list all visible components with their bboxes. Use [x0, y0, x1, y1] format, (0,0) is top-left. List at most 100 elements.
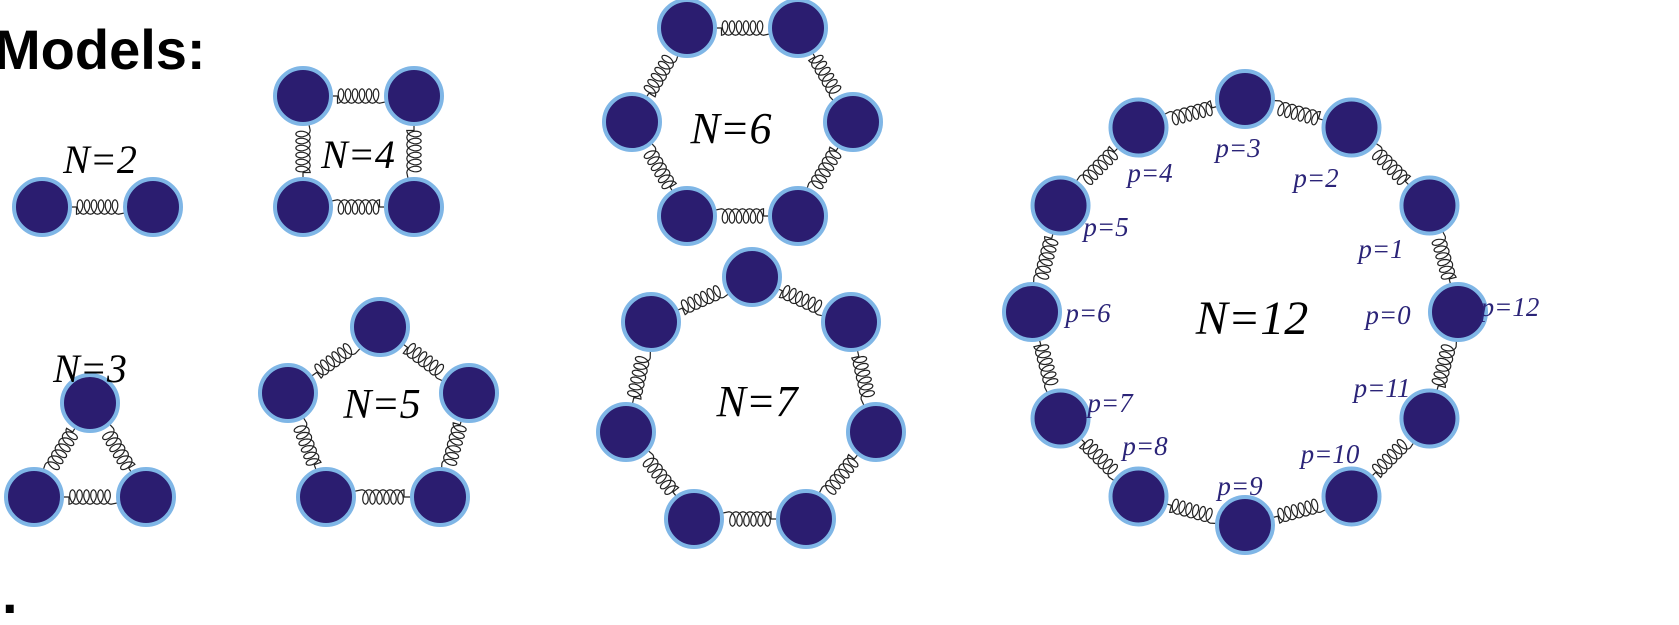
mass — [1321, 97, 1382, 158]
mass — [823, 92, 883, 152]
spring — [687, 20, 799, 36]
spring — [1244, 98, 1352, 129]
p-label: p=7 — [1085, 388, 1134, 418]
spring — [850, 321, 877, 433]
spring — [1351, 127, 1430, 206]
spring — [287, 392, 327, 498]
model-n7: N=7 — [596, 247, 906, 549]
model-label-n6: N=6 — [689, 104, 771, 153]
spring — [1031, 205, 1062, 313]
spring — [303, 88, 415, 104]
p-label: p=11 — [1352, 373, 1411, 403]
spring — [625, 431, 695, 520]
mass — [657, 186, 717, 246]
spring — [1060, 127, 1139, 206]
spring — [1428, 311, 1459, 419]
model-label-n4: N=4 — [320, 132, 395, 177]
models-heading: Models: — [0, 18, 206, 81]
spring — [1031, 311, 1062, 419]
mass — [273, 66, 333, 126]
mass — [621, 292, 681, 352]
spring — [406, 96, 422, 208]
spring — [89, 402, 147, 498]
model-label-n7: N=7 — [715, 377, 799, 426]
mass — [1321, 466, 1382, 527]
spring — [631, 27, 688, 123]
spring — [1351, 418, 1430, 497]
mass — [596, 402, 656, 462]
model-n2: N=2 — [12, 137, 183, 237]
mass — [1030, 388, 1091, 449]
spring — [287, 326, 381, 394]
model-n6: N=6 — [602, 0, 883, 246]
model-label-n5: N=5 — [342, 382, 420, 428]
spring — [1138, 495, 1246, 526]
mass — [116, 467, 176, 527]
mass — [1002, 282, 1062, 342]
p-label: p=4 — [1125, 158, 1172, 188]
mass — [1215, 495, 1275, 555]
spring — [625, 321, 652, 433]
mass — [384, 66, 444, 126]
spring — [1244, 495, 1352, 526]
mass — [1399, 388, 1460, 449]
p-label: p=0 — [1363, 300, 1411, 330]
mass — [384, 177, 444, 237]
model-label-n12: N=12 — [1195, 292, 1308, 345]
mass — [768, 186, 828, 246]
mass — [1108, 97, 1169, 158]
mass — [768, 0, 828, 58]
mass — [4, 467, 64, 527]
spring — [439, 392, 470, 498]
spring — [34, 489, 147, 505]
model-n3: N=3 — [4, 346, 176, 527]
mass — [12, 177, 72, 237]
mass — [1428, 282, 1488, 342]
model-label-n3: N=3 — [52, 346, 127, 391]
mass — [657, 0, 717, 58]
mass — [602, 92, 662, 152]
p-label: p=12 — [1479, 292, 1540, 322]
mass — [60, 373, 120, 433]
mass — [821, 292, 881, 352]
p-label: p=8 — [1120, 431, 1168, 461]
mass — [123, 177, 183, 237]
spring — [693, 511, 806, 527]
spring — [751, 276, 852, 323]
spring — [797, 121, 854, 217]
p-label: p=6 — [1063, 298, 1111, 328]
spring — [805, 431, 877, 520]
p-label: p=3 — [1213, 133, 1260, 163]
spring — [295, 95, 311, 207]
p-label: p=1 — [1356, 234, 1403, 264]
mass — [776, 489, 836, 549]
spring — [302, 199, 414, 215]
mass — [439, 363, 499, 423]
spring — [1060, 418, 1139, 497]
spring — [1138, 98, 1246, 129]
mass — [350, 297, 410, 357]
mass — [1399, 175, 1460, 236]
model-n4: N=4 — [273, 66, 444, 237]
spring — [325, 489, 440, 505]
mass — [296, 467, 356, 527]
p-label: p=9 — [1215, 471, 1263, 501]
mass — [258, 363, 318, 423]
spring — [686, 208, 798, 224]
p-label: p=10 — [1299, 439, 1360, 469]
mass — [1030, 175, 1091, 236]
mass — [722, 247, 782, 307]
spring — [1428, 205, 1459, 313]
p-label: p=5 — [1081, 212, 1128, 242]
mass — [273, 177, 333, 237]
spring — [33, 402, 91, 498]
mass — [410, 467, 470, 527]
spring — [797, 27, 854, 123]
model-label-n2: N=2 — [62, 137, 137, 182]
spring — [42, 199, 154, 215]
mass — [664, 489, 724, 549]
mass — [1215, 69, 1275, 129]
spring — [650, 276, 753, 323]
